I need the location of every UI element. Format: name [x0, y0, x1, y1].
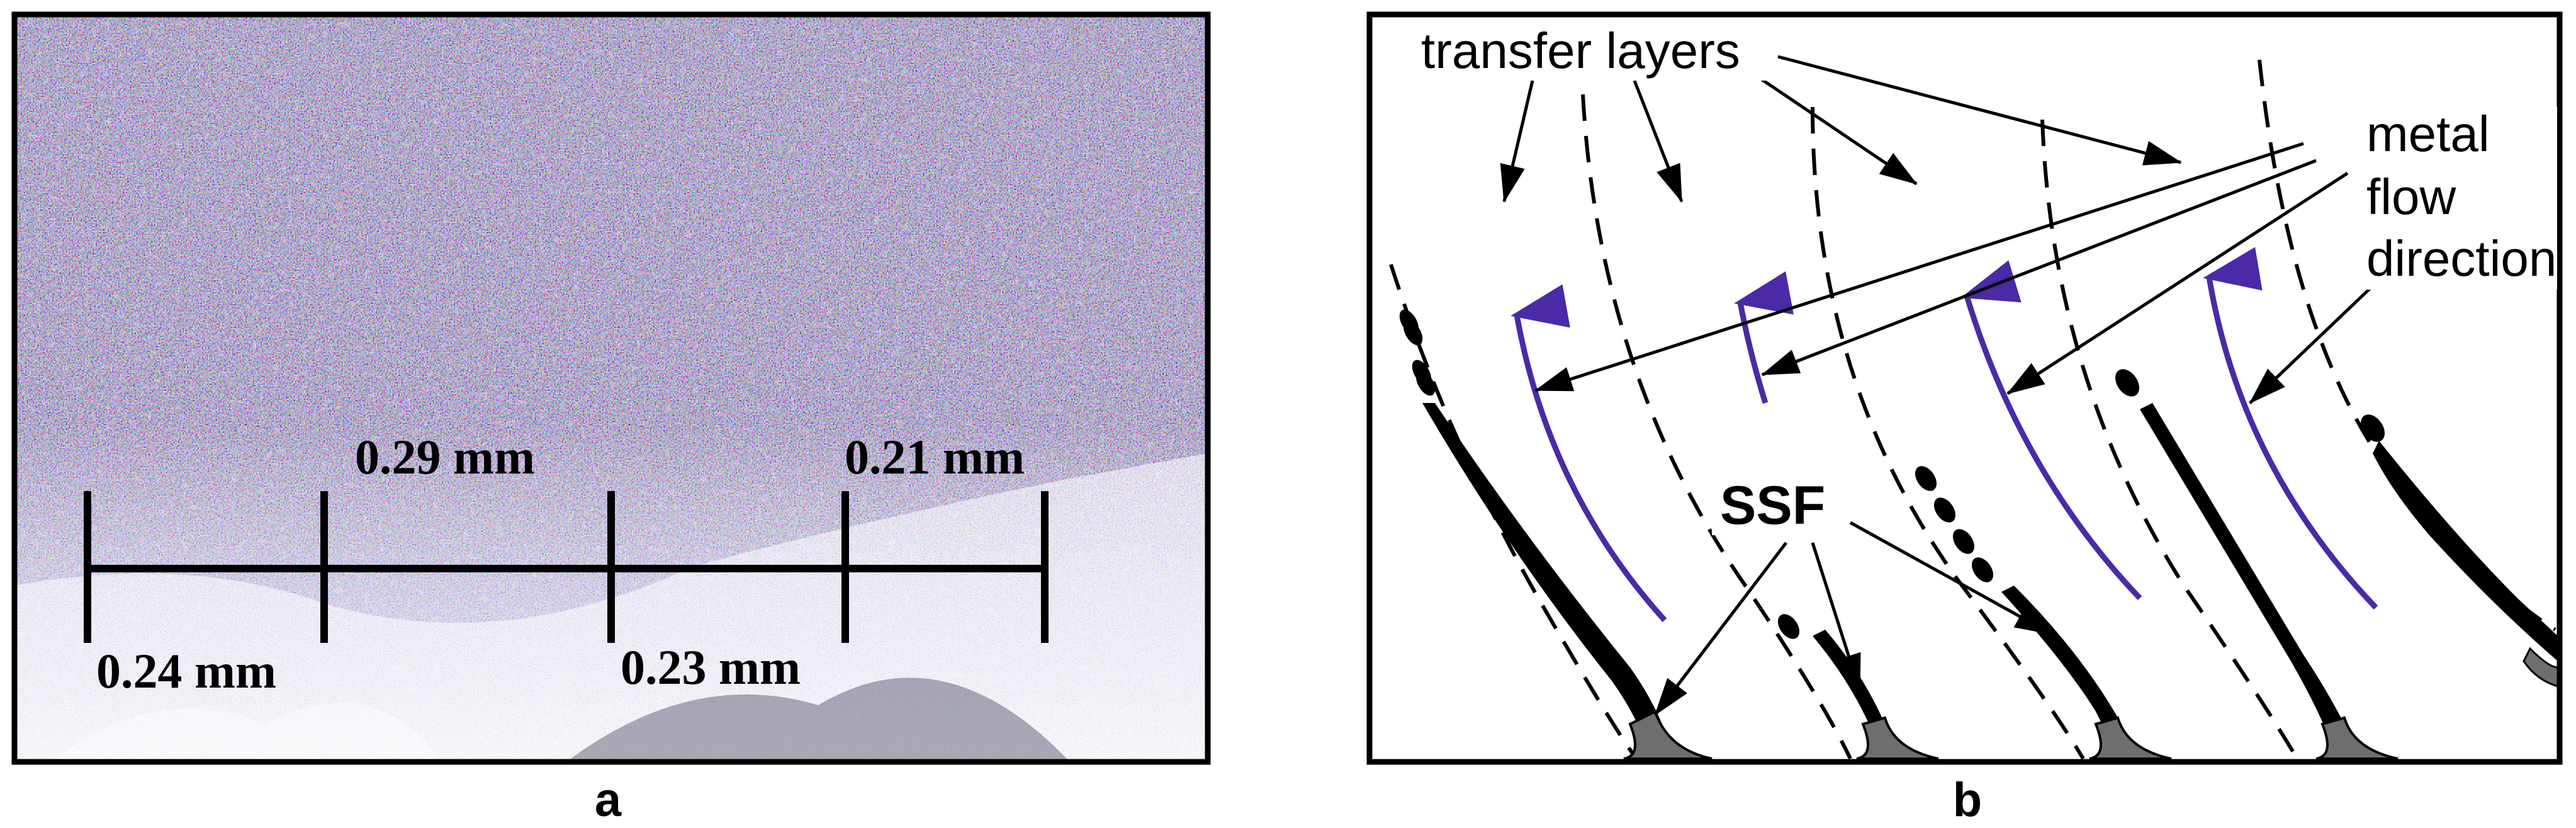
leader-ssf-1 — [1654, 542, 1787, 716]
measurement-label-1: 0.24 mm — [96, 644, 276, 698]
panel-b: transfer layers metal flow direction SSF… — [1366, 11, 2563, 827]
flow-arrow-3 — [1960, 260, 2142, 601]
direction-label: direction — [2366, 230, 2556, 286]
transfer-layer-3 — [1811, 106, 2085, 760]
ssf-dots-1 — [1399, 309, 1436, 396]
leader-ssf-3 — [1849, 521, 2053, 636]
ssf-label: SSF — [1720, 475, 1825, 536]
metal-label: metal — [2366, 106, 2490, 162]
leader-mf-4 — [2249, 273, 2387, 404]
leader-tl-4 — [1777, 55, 2182, 166]
panel-a-frame — [11, 11, 1211, 765]
micrograph-image — [14, 14, 1208, 762]
leader-mf-1 — [1534, 142, 2304, 392]
leader-tl-1 — [1500, 80, 1534, 203]
leader-mf-2 — [1761, 159, 2317, 377]
ssf-dots-2 — [1777, 466, 1994, 639]
panel-a: 0.24 mm 0.29 mm 0.23 mm 0.21 mm a — [11, 11, 1211, 827]
flow-direction-leaders — [1534, 142, 2387, 404]
leader-mf-3 — [2006, 171, 2349, 395]
panel-a-label: a — [595, 773, 622, 827]
ssf-fill-2 — [1856, 716, 1939, 760]
ssf-band-4 — [2140, 403, 2348, 737]
ssf-band-1 — [1422, 403, 1674, 759]
ssf-leaders — [1654, 521, 2053, 716]
ssf-band-5 — [2373, 441, 2558, 661]
flow-arrow-1 — [1510, 284, 1667, 623]
measurement-label-4: 0.21 mm — [845, 429, 1025, 484]
leader-ssf-2 — [1811, 542, 1862, 692]
ssf-fill-4 — [2315, 716, 2399, 760]
leader-tl-3 — [1755, 74, 1918, 186]
ssf-fill-1 — [1623, 710, 1713, 760]
ssf-fill-5 — [2523, 647, 2559, 688]
flow-arrow-2 — [1734, 271, 1794, 404]
leader-tl-2 — [1633, 80, 1684, 203]
transfer-layer-1 — [1389, 264, 1638, 760]
scale-bar — [84, 491, 1049, 643]
ssf-dot-5 — [2360, 414, 2385, 442]
flow-arrows — [1510, 247, 2378, 623]
transfer-layers-leaders — [1500, 55, 2182, 203]
transfer-layer-4 — [2040, 119, 2299, 760]
transfer-layer-2 — [1581, 94, 1852, 760]
transfer-layers-label: transfer layers — [1421, 23, 1740, 79]
ssf-dot-3 — [2115, 369, 2140, 397]
measurement-label-2: 0.29 mm — [355, 429, 535, 484]
ssf-bands — [1399, 309, 2559, 760]
ssf-fill-3 — [2089, 716, 2172, 760]
flow-arrow-4 — [2203, 247, 2378, 610]
flow-label: flow — [2366, 169, 2456, 225]
panel-b-label: b — [1953, 773, 1982, 827]
measurement-label-3: 0.23 mm — [621, 640, 801, 695]
